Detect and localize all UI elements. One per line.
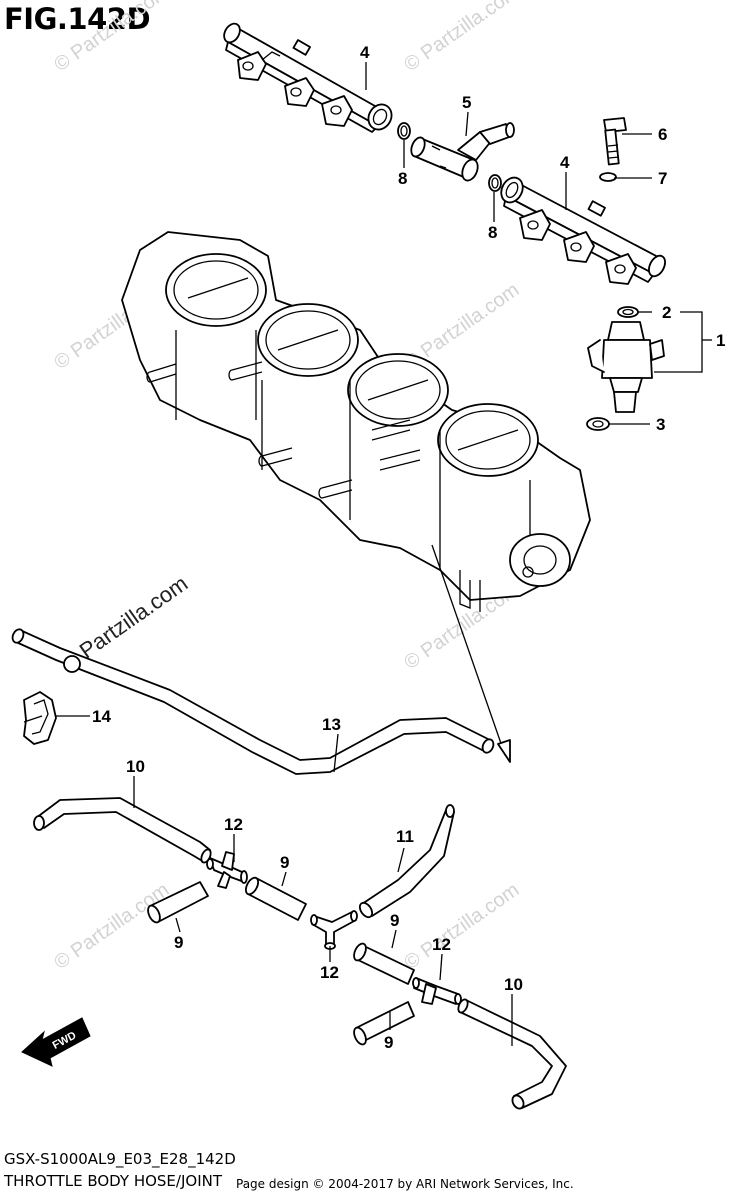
- part-10-hose-upper[interactable]: [33, 797, 213, 864]
- callout-10-lower: 10: [504, 975, 523, 994]
- callout-12-upper: 12: [224, 815, 243, 834]
- watermark-faint: © Partzilla.com: [50, 0, 173, 76]
- part-4-delivery-pipe-left[interactable]: [221, 21, 396, 134]
- callout-10-upper: 10: [126, 757, 145, 776]
- part-3-seal[interactable]: [586, 417, 610, 431]
- watermark-faint: © Partzilla.com: [400, 879, 523, 974]
- callout-8-left: 8: [398, 169, 407, 188]
- part-12-tee-joint-middle[interactable]: [310, 910, 358, 950]
- callout-9-right-middle: 9: [390, 911, 399, 930]
- part-8-o-ring-left[interactable]: [397, 122, 411, 140]
- part-12-tee-joint-lower[interactable]: [412, 977, 462, 1005]
- fwd-arrow-icon: FWD: [21, 1017, 91, 1067]
- part-9-hose-small-d[interactable]: [352, 1001, 415, 1046]
- part-14-clip[interactable]: [23, 691, 57, 745]
- callout-2: 2: [662, 303, 671, 322]
- callout-3: 3: [656, 415, 665, 434]
- connection-arrow: [431, 544, 506, 756]
- part-1-fuel-injector[interactable]: [587, 321, 665, 413]
- part-8-o-ring-right[interactable]: [488, 174, 502, 192]
- callout-9-bottom: 9: [384, 1033, 393, 1052]
- model-code: GSX-S1000AL9_E03_E28_142D: [4, 1150, 236, 1168]
- callout-4-right: 4: [560, 153, 570, 172]
- callout-5: 5: [462, 93, 471, 112]
- callout-labels: 4 5 6 8 4 7 8 2 1 3 14 13 10 12 11 9 9 9…: [92, 43, 725, 1052]
- part-6-bolt[interactable]: [603, 117, 627, 166]
- callout-7: 7: [658, 169, 667, 188]
- part-9-hose-small-a[interactable]: [146, 881, 209, 924]
- callout-12-lower: 12: [432, 935, 451, 954]
- part-13-long-hose[interactable]: [11, 628, 496, 775]
- page-credit: Page design © 2004-2017 by ARI Network S…: [236, 1177, 574, 1191]
- part-11-hose[interactable]: [357, 804, 455, 919]
- callout-12-middle: 12: [320, 963, 339, 982]
- callout-1: 1: [716, 331, 725, 350]
- part-2-o-ring[interactable]: [617, 306, 639, 318]
- callout-8-right: 8: [488, 223, 497, 242]
- figure-title: FIG.142D: [4, 2, 151, 36]
- throttle-body-assembly: [121, 231, 591, 612]
- callout-14: 14: [92, 707, 111, 726]
- callout-4-left: 4: [360, 43, 370, 62]
- part-7-washer[interactable]: [599, 172, 617, 182]
- part-9-hose-small-b[interactable]: [243, 876, 307, 921]
- part-13-clamp-ring: [63, 655, 81, 673]
- callout-9-upper-left: 9: [174, 933, 183, 952]
- throttle-pulley: [509, 533, 571, 587]
- callout-6: 6: [658, 125, 667, 144]
- callout-13: 13: [322, 715, 341, 734]
- part-10-hose-lower[interactable]: [456, 998, 567, 1111]
- part-12-tee-joint-upper[interactable]: [206, 851, 248, 889]
- watermark-faint: © Partzilla.com: [50, 879, 173, 974]
- part-4-delivery-pipe-right[interactable]: [497, 174, 668, 285]
- part-9-hose-small-c[interactable]: [352, 942, 415, 985]
- watermark-faint: © Partzilla.com: [400, 0, 523, 76]
- leader-lines: [56, 62, 712, 1046]
- callout-9-middle: 9: [280, 853, 289, 872]
- callout-11: 11: [396, 827, 414, 846]
- throttle-bore-1: [165, 253, 267, 327]
- part-5-joint[interactable]: [409, 122, 515, 183]
- section-name: THROTTLE BODY HOSE/JOINT: [4, 1172, 223, 1190]
